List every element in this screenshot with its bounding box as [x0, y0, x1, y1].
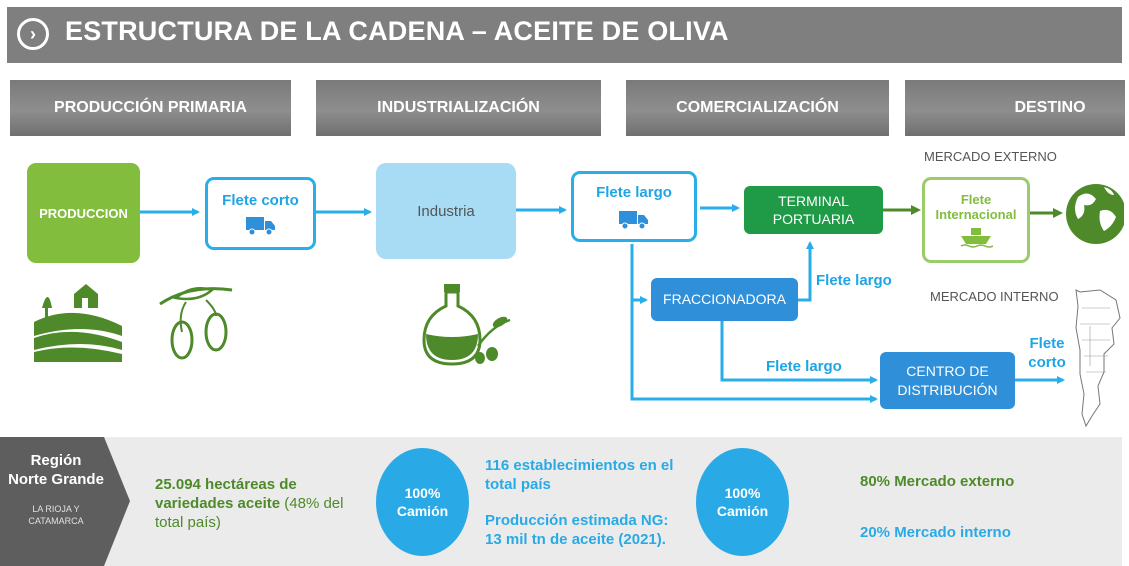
region-title-2: Norte Grande: [8, 471, 104, 488]
stage-destino: DESTINO: [905, 80, 1125, 136]
mercado-externo-label: MERCADO EXTERNO: [924, 149, 1057, 164]
ship-icon: [960, 228, 993, 248]
stage-comercializacion: COMERCIALIZACIÓN: [626, 80, 889, 136]
hectareas-bold-2: variedades aceite: [155, 495, 281, 512]
terminal-label-2: PORTUARIA: [772, 211, 855, 227]
produccion-node: PRODUCCION: [27, 163, 140, 263]
centro-label-1: CENTRO DE: [906, 362, 989, 379]
circle2-label: Camión: [716, 503, 769, 519]
flete-corto-destino-label-1: Flete: [1029, 335, 1065, 352]
flete-internacional-label-2: Internacional: [935, 207, 1017, 222]
chevron-right-circle-icon: ›: [17, 18, 49, 50]
region-title-1: Región: [30, 452, 82, 469]
circle2-pct: 100%: [724, 485, 761, 501]
hectareas-rest-2: total país): [155, 514, 221, 531]
globe-icon: [1066, 184, 1124, 244]
industria-node: Industria: [376, 163, 516, 259]
circle1-pct: 100%: [404, 485, 441, 501]
mercado-externo-stat: 80% Mercado externo: [860, 473, 1015, 490]
flete-internacional-label-1: Flete: [960, 192, 992, 207]
region-subtitle-1: LA RIOJA Y: [32, 504, 80, 514]
fraccionadora-node: FRACCIONADORA: [651, 278, 798, 321]
page-title: ESTRUCTURA DE LA CADENA – ACEITE DE OLIV…: [65, 16, 729, 46]
flete-internacional-node: Flete Internacional: [922, 177, 1030, 263]
region-tag: [0, 437, 130, 566]
region-subtitle-2: CATAMARCA: [28, 516, 84, 526]
flete-largo-centro-label: Flete largo: [766, 358, 842, 375]
estab-line-1: 116 establecimientos en el: [485, 457, 674, 474]
mercado-interno-label: MERCADO INTERNO: [930, 289, 1059, 304]
estab-line-2: total país: [485, 476, 551, 493]
region-subtitle: LA RIOJA Y CATAMARCA: [0, 503, 112, 527]
transport-circle-2: 100% Camión: [696, 448, 789, 556]
argentina-map-icon: [1075, 289, 1121, 428]
prod-line-1: Producción estimada NG:: [485, 512, 669, 529]
title-bar: › ESTRUCTURA DE LA CADENA – ACEITE DE OL…: [7, 7, 1122, 63]
hectareas-rest-1: (48% del: [280, 495, 344, 512]
mercado-interno-stat: 20% Mercado interno: [860, 524, 1011, 541]
flete-corto-destino-label: Flete corto: [1026, 334, 1068, 372]
flete-largo-fracc-label: Flete largo: [816, 272, 892, 289]
stage-industrializacion: INDUSTRIALIZACIÓN: [316, 80, 601, 136]
circle1-label: Camión: [396, 503, 449, 519]
hectareas-stat: 25.094 hectáreas de variedades aceite (4…: [155, 475, 343, 532]
flete-largo-label: Flete largo: [596, 184, 672, 201]
flete-corto-destino-label-2: corto: [1028, 354, 1066, 371]
flete-corto-label: Flete corto: [222, 192, 299, 209]
prod-line-2: 13 mil tn de aceite (2021).: [485, 531, 666, 548]
terminal-portuaria-node: TERMINAL PORTUARIA: [744, 186, 883, 234]
terminal-label-1: TERMINAL: [778, 193, 849, 209]
establecimientos-stat: 116 establecimientos en el total país Pr…: [485, 456, 673, 549]
truck-icon: [619, 211, 648, 229]
transport-circle-1: 100% Camión: [376, 448, 469, 556]
centro-label-2: DISTRIBUCIÓN: [897, 381, 998, 398]
farm-landscape-icon: [34, 284, 122, 362]
olive-branch-icon: [159, 287, 233, 360]
stage-produccion-primaria: PRODUCCIÓN PRIMARIA: [10, 80, 291, 136]
region-title: Región Norte Grande: [0, 451, 112, 489]
hectareas-bold-1: 25.094 hectáreas de: [155, 476, 297, 493]
summary-band: [0, 437, 1122, 566]
oil-bottle-icon: [422, 284, 511, 366]
flete-largo-node: Flete largo: [571, 171, 697, 242]
centro-distribucion-node: CENTRO DE DISTRIBUCIÓN: [880, 352, 1015, 409]
truck-icon: [245, 217, 275, 235]
flete-corto-node: Flete corto: [205, 177, 316, 250]
